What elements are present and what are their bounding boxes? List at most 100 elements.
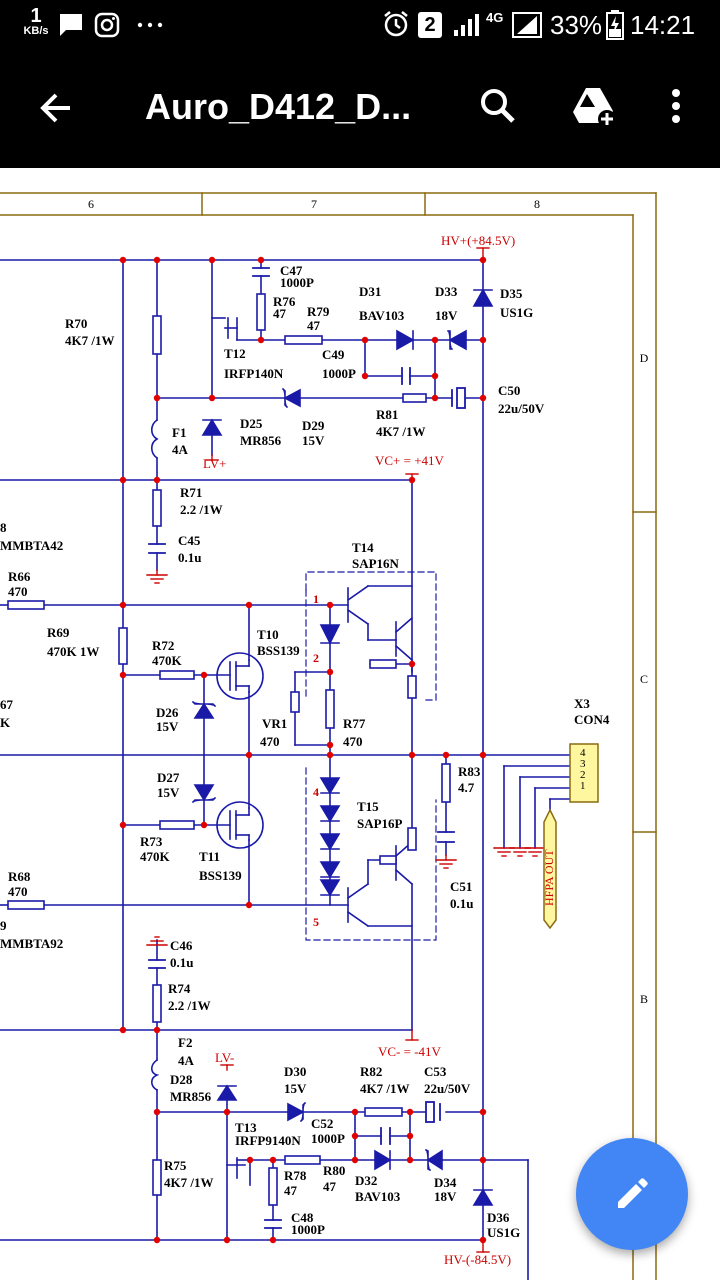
component-value: 15V	[302, 433, 325, 448]
component-ref: C46	[170, 938, 193, 953]
component-value: MR856	[170, 1089, 212, 1104]
component-ref: T11	[199, 849, 220, 864]
pin-mark: 2	[313, 651, 319, 665]
lv-plus-label: LV+	[203, 456, 226, 471]
more-vert-icon	[672, 89, 680, 123]
component-ref: 8	[0, 520, 7, 535]
component-ref: 67	[0, 697, 14, 712]
component-value: 2.2 /1W	[180, 502, 223, 517]
component-ref: C45	[178, 533, 201, 548]
component-value: 4K7 /1W	[360, 1081, 409, 1096]
component-value: MMBTA92	[0, 936, 63, 951]
more-notifications-icon	[137, 22, 163, 28]
schematic-wires	[0, 259, 571, 1280]
component-ref: F2	[178, 1035, 192, 1050]
component-ref: R83	[458, 764, 481, 779]
component-value: 0.1u	[170, 955, 193, 970]
component-value: CON4	[574, 712, 610, 727]
lv-minus-label: LV-	[215, 1050, 234, 1065]
more-options-button[interactable]	[656, 78, 696, 134]
component-value: 4A	[172, 442, 189, 457]
component-ref: D27	[157, 770, 180, 785]
junction-dots	[119, 256, 487, 1244]
search-icon	[481, 89, 515, 123]
sim-badge: 2	[418, 12, 442, 38]
battery-charging-icon	[606, 10, 624, 40]
component-value: 18V	[435, 308, 458, 323]
pin-mark: 1	[313, 592, 319, 606]
drive-add-icon	[573, 88, 616, 127]
instagram-icon	[94, 12, 120, 38]
back-button[interactable]	[28, 80, 84, 136]
add-to-drive-button[interactable]	[566, 78, 622, 134]
component-ref: R79	[307, 304, 330, 319]
pencil-icon	[618, 1178, 648, 1208]
component-value: MR856	[240, 433, 282, 448]
grid-row-label: C	[640, 672, 648, 686]
component-ref: R72	[152, 638, 174, 653]
pin-mark: 4	[313, 785, 319, 799]
fuses	[150, 418, 160, 1092]
component-value: 1000P	[291, 1222, 325, 1237]
hfpa-out-label: HFPA OUT	[542, 849, 556, 906]
component-ref: F1	[172, 425, 186, 440]
component-value: 1000P	[322, 366, 356, 381]
document-title: Auro_D412_D...	[145, 86, 412, 127]
connector-pin-number: 4	[580, 747, 586, 759]
component-value: 47	[284, 1183, 298, 1198]
component-ref: R66	[8, 569, 31, 584]
component-ref: R71	[180, 485, 202, 500]
signal-icon	[454, 14, 479, 36]
component-value: 47	[323, 1179, 337, 1194]
network-speed: 1 KB/s	[22, 6, 50, 37]
component-ref: D33	[435, 284, 458, 299]
component-ref: C53	[424, 1064, 447, 1079]
component-value: BSS139	[199, 868, 242, 883]
component-value: 4K7 /1W	[65, 333, 114, 348]
component-ref: T10	[257, 627, 279, 642]
app-toolbar: Auro_D412_D...	[0, 52, 720, 168]
hfpa-out-port	[543, 808, 557, 930]
edit-fab-button[interactable]	[576, 1138, 688, 1250]
component-value: 470K	[140, 849, 171, 864]
component-value: BSS139	[257, 643, 300, 658]
component-value: US1G	[500, 305, 533, 320]
diodes	[191, 288, 494, 1206]
grid-row-label: B	[640, 992, 648, 1006]
component-value: 1000P	[280, 275, 314, 290]
search-button[interactable]	[470, 78, 526, 134]
mosfet-bodies	[216, 652, 264, 849]
component-value: 4K7 /1W	[164, 1175, 213, 1190]
ground-symbols	[146, 247, 546, 1253]
component-value: 0.1u	[178, 550, 201, 565]
component-value: US1G	[487, 1225, 520, 1240]
component-ref: D28	[170, 1072, 193, 1087]
component-value: IRFP9140N	[235, 1133, 301, 1148]
component-value: 4.7	[458, 780, 475, 795]
component-ref: T12	[224, 346, 246, 361]
component-ref: C50	[498, 383, 520, 398]
connector-pin-number: 1	[580, 780, 586, 792]
component-value: 22u/50V	[424, 1081, 471, 1096]
component-ref: C49	[322, 347, 345, 362]
component-ref: R80	[323, 1163, 345, 1178]
component-value: 470K 1W	[47, 644, 99, 659]
capacitors	[148, 267, 466, 1229]
component-value: 470	[343, 734, 363, 749]
grid-column-header: 6	[88, 197, 94, 211]
component-ref: D32	[355, 1173, 377, 1188]
component-ref: D25	[240, 416, 263, 431]
vc-minus-label: VC- = -41V	[378, 1044, 442, 1059]
component-ref: C47	[280, 263, 303, 278]
network-type: 4G	[486, 10, 504, 25]
power-transistor-outlines	[305, 571, 437, 941]
component-value: SAP16N	[352, 556, 400, 571]
component-value: 470	[8, 884, 28, 899]
component-value: 2.2 /1W	[168, 998, 211, 1013]
component-ref: R78	[284, 1168, 307, 1183]
signal-full-icon	[512, 12, 542, 38]
component-ref: VR1	[262, 716, 287, 731]
